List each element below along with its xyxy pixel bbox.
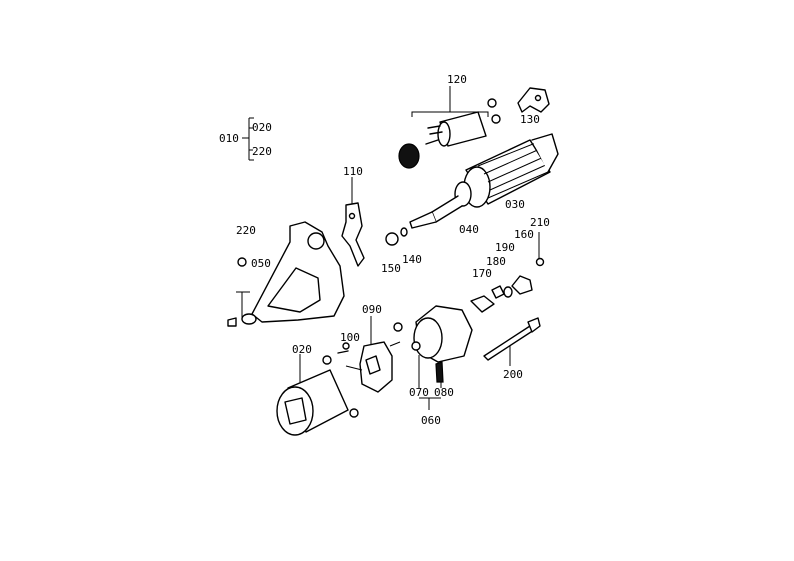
terminal-cover-130: [517, 87, 550, 113]
callout-030: 030: [505, 198, 525, 211]
bearing-cap-160: [511, 275, 533, 295]
brush-holder-090: [345, 316, 403, 393]
callout-060: 060: [421, 414, 441, 427]
screws-100: [337, 342, 350, 354]
yoke-020: [276, 354, 359, 436]
callout-100: 100: [340, 331, 360, 344]
callout-050: 050: [251, 257, 271, 270]
callout-010: 010: [219, 132, 239, 145]
callout-220-top: 220: [252, 145, 272, 158]
callout-090: 090: [362, 303, 382, 316]
armature-030: [409, 133, 559, 229]
solenoid-120: [398, 86, 501, 169]
callout-170: 170: [472, 267, 492, 280]
drive-housing-050: [227, 221, 345, 327]
bushing-150: [385, 232, 399, 246]
through-bolt-200: [483, 317, 541, 366]
callout-080: 080: [434, 386, 454, 399]
callout-160: 160: [514, 228, 534, 241]
callout-020-top: 020: [252, 121, 272, 134]
callout-040: 040: [459, 223, 479, 236]
callout-200: 200: [503, 368, 523, 381]
callout-130: 130: [520, 113, 540, 126]
callout-180: 180: [486, 255, 506, 268]
end-cover-060: [411, 305, 473, 410]
callout-110: 110: [343, 165, 363, 178]
callout-190: 190: [495, 241, 515, 254]
screw-210: [535, 232, 545, 267]
callout-020-bottom: 020: [292, 343, 312, 356]
spring-180: [491, 285, 505, 299]
brush-190: [503, 286, 513, 298]
callout-150: 150: [381, 262, 401, 275]
shift-lever-110: [341, 177, 365, 267]
callout-120: 120: [447, 73, 467, 86]
callout-070: 070: [409, 386, 429, 399]
callout-210: 210: [530, 216, 550, 229]
assembly-bracket-010: [242, 117, 254, 161]
callout-220-mid: 220: [236, 224, 256, 237]
callout-140: 140: [402, 253, 422, 266]
plate-170: [470, 295, 495, 313]
washer-140: [400, 227, 408, 237]
